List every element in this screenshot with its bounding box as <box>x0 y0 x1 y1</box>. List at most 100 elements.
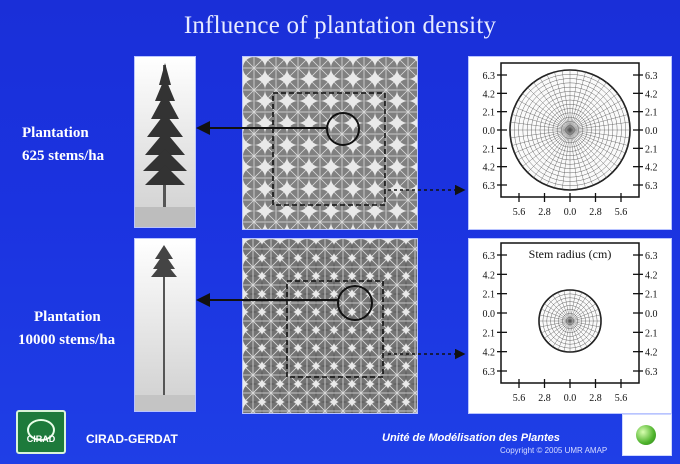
crown-shape <box>243 145 265 167</box>
crown-shape <box>333 329 353 349</box>
stem-radius-plot-top: 6.34.22.10.02.14.26.36.34.22.10.02.14.26… <box>468 56 672 230</box>
crown-shape <box>375 57 397 79</box>
plantation-label-line2: 10000 stems/ha <box>18 329 115 352</box>
crown-shape <box>369 257 389 277</box>
crown-shape <box>369 365 389 385</box>
crown-shape <box>279 329 299 349</box>
crown-shape <box>353 57 375 79</box>
y-tick-label-left: 4.2 <box>483 163 496 174</box>
crown-shape <box>261 257 281 277</box>
y-tick-label-right: 4.2 <box>645 163 658 174</box>
crown-shape <box>243 329 263 349</box>
crown-shape <box>333 347 353 367</box>
crown-shape <box>287 79 309 101</box>
crown-shape <box>265 189 287 211</box>
crown-shape <box>243 167 265 189</box>
plantation-label-line1: Plantation <box>22 122 104 145</box>
crown-shape <box>351 383 371 403</box>
crown-shape <box>243 347 263 367</box>
crown-shape <box>287 101 309 123</box>
crown-shape <box>297 311 317 331</box>
crown-shape <box>287 145 309 167</box>
y-tick-label-left: 6.3 <box>483 71 496 82</box>
crown-shape <box>265 79 287 101</box>
x-tick-label: 2.8 <box>589 207 602 218</box>
crown-shape <box>243 239 263 259</box>
logo-text: CIRAD <box>18 434 64 444</box>
crown-shape <box>369 347 389 367</box>
crown-shape <box>351 293 371 313</box>
x-tick-label: 5.6 <box>615 393 628 404</box>
y-tick-label-left: 6.3 <box>483 251 496 262</box>
crown-shape <box>309 189 331 211</box>
crown-shape <box>333 239 353 259</box>
crown-shape <box>309 79 331 101</box>
crown-shape <box>297 329 317 349</box>
crown-shape <box>331 145 353 167</box>
plantation-label-10000: Plantation 10000 stems/ha <box>18 306 115 352</box>
y-tick-label-right: 6.3 <box>645 181 658 192</box>
crown-shape <box>243 257 263 277</box>
y-tick-label-left: 0.0 <box>483 309 496 320</box>
crown-shape <box>315 347 335 367</box>
cirad-logo: CIRAD <box>16 410 66 454</box>
crown-shape <box>279 275 299 295</box>
crown-shape <box>351 239 371 259</box>
crown-shape <box>279 293 299 313</box>
y-tick-label-left: 4.2 <box>483 270 496 281</box>
crown-shape <box>351 329 371 349</box>
crown-shape <box>315 275 335 295</box>
slide-title: Influence of plantation density <box>0 12 680 40</box>
crown-shape <box>297 293 317 313</box>
crown-shape <box>353 79 375 101</box>
y-tick-label-right: 2.1 <box>645 290 658 301</box>
crown-shape <box>331 189 353 211</box>
crown-shape <box>315 239 335 259</box>
stem-section <box>539 290 601 352</box>
crown-shape <box>315 365 335 385</box>
crown-shape <box>265 123 287 145</box>
y-tick-label-right: 2.1 <box>645 108 658 119</box>
crown-shape <box>315 293 335 313</box>
x-tick-label: 5.6 <box>513 393 526 404</box>
crown-shape <box>279 365 299 385</box>
y-tick-label-left: 4.2 <box>483 89 496 100</box>
y-tick-label-left: 2.1 <box>483 108 496 119</box>
crown-shape <box>375 123 397 145</box>
x-tick-label: 5.6 <box>615 207 628 218</box>
y-tick-label-left: 6.3 <box>483 367 496 378</box>
y-tick-label-left: 2.1 <box>483 144 496 155</box>
stem-radius-plot-bottom: Stem radius (cm) 6.34.22.10.02.14.26.36.… <box>468 238 672 414</box>
canopy-top-view-625 <box>242 56 418 230</box>
x-tick-label: 0.0 <box>564 393 577 404</box>
crown-shape <box>315 257 335 277</box>
crown-shape <box>261 383 281 403</box>
y-tick-label-right: 2.1 <box>645 328 658 339</box>
crown-shape <box>331 57 353 79</box>
crown-shape <box>315 311 335 331</box>
footer-copyright: Copyright © 2005 UMR AMAP <box>500 446 607 455</box>
crown-shape <box>309 145 331 167</box>
stem-section <box>510 70 630 190</box>
crown-shape <box>297 257 317 277</box>
crown-shape <box>243 293 263 313</box>
crown-shape <box>387 293 407 313</box>
crown-shape <box>279 239 299 259</box>
crown-shape <box>261 329 281 349</box>
y-tick-label-right: 0.0 <box>645 126 658 137</box>
x-tick-label: 0.0 <box>564 207 577 218</box>
crown-shape <box>333 365 353 385</box>
crown-shape <box>353 123 375 145</box>
crown-shape <box>351 365 371 385</box>
crown-shape <box>265 101 287 123</box>
crown-shape <box>261 365 281 385</box>
x-tick-label: 2.8 <box>538 207 551 218</box>
y-tick-label-right: 2.1 <box>645 144 658 155</box>
y-tick-label-right: 6.3 <box>645 251 658 262</box>
crown-shape <box>353 189 375 211</box>
crown-shape <box>315 329 335 349</box>
crown-shape <box>309 101 331 123</box>
crown-shape <box>297 347 317 367</box>
amap-logo <box>622 414 672 456</box>
crown-shape <box>387 365 407 385</box>
